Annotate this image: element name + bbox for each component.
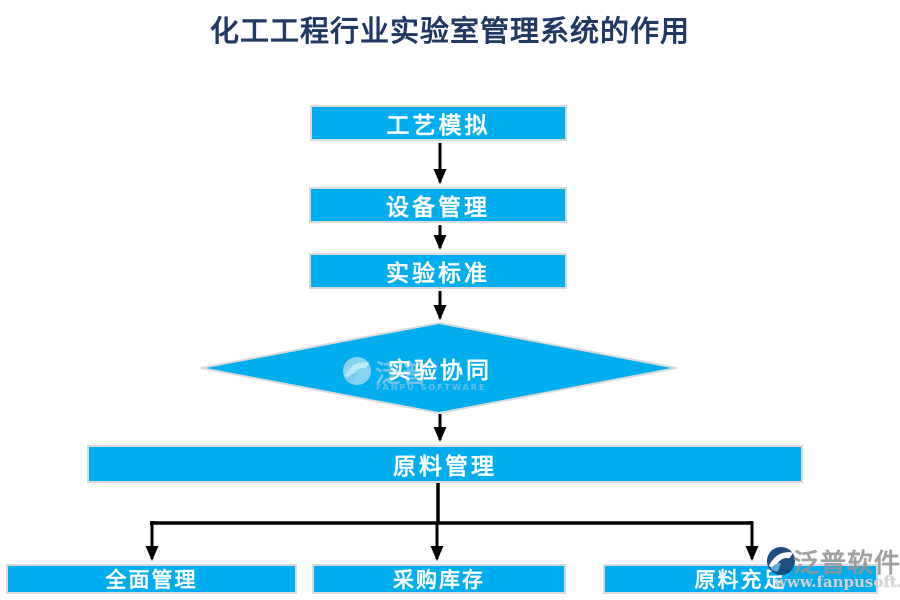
node-comprehensive-management: 全面管理 [6, 564, 297, 594]
corner-watermark-brand: 泛普软件 [793, 549, 900, 579]
node-experiment-collaboration-shape [200, 321, 678, 415]
corner-watermark-url: www.fanpusoft.com [774, 573, 900, 591]
node-equipment-management: 设备管理 [309, 187, 567, 223]
inline-watermark-subtext: FANPU SOFTWARE [376, 383, 487, 392]
page-title: 化工工程行业实验室管理系统的作用 [209, 14, 690, 48]
fanpu-logo-icon [342, 356, 372, 386]
node-material-management: 原料管理 [87, 445, 803, 483]
node-purchase-inventory: 采购库存 [312, 564, 566, 594]
corner-watermark: 泛普软件 www.fanpusoft.com [764, 543, 900, 597]
node-process-simulation: 工艺模拟 [310, 105, 567, 141]
node-experiment-collaboration-label: 实验协同 [388, 357, 492, 384]
fanpu-logo-icon [766, 546, 796, 576]
node-experiment-standard: 实验标准 [309, 253, 567, 289]
node-material-sufficient: 原料充足 [603, 564, 878, 594]
inline-watermark-brand: 泛普 [375, 359, 430, 388]
